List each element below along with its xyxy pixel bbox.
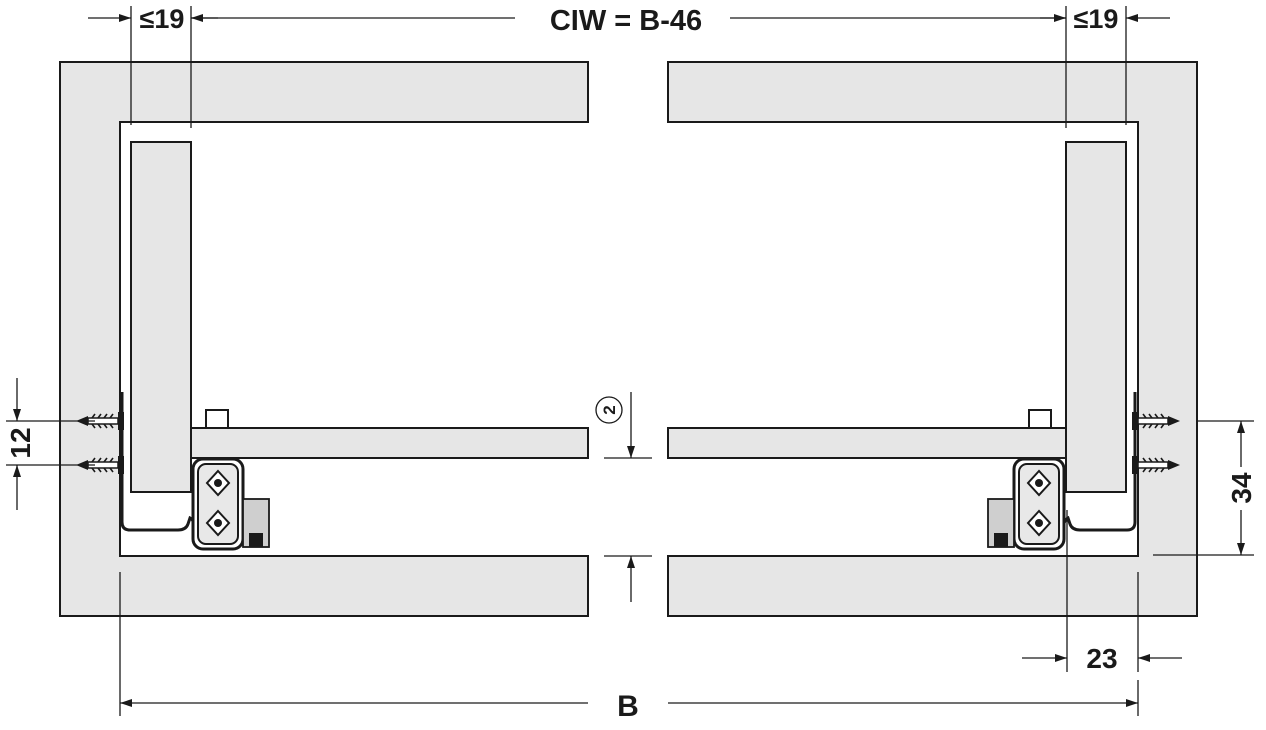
cabinet-frame [59, 61, 1198, 617]
drawer-side-right [1065, 141, 1127, 493]
dimension-runner-height: 34 [1153, 420, 1257, 556]
locking-clip-right [1028, 409, 1052, 429]
cabinet-left-half [59, 61, 589, 617]
gap-label: 2 [600, 405, 619, 414]
ciw-label: CIW = B-46 [550, 5, 702, 37]
runner-height-label: 34 [1226, 472, 1257, 504]
side-left-label: ≤19 [140, 4, 185, 34]
dimension-runner-offset: 23 [1022, 510, 1182, 674]
runner-right [986, 457, 1066, 551]
dimension-gap: 2 [595, 392, 652, 602]
dimension-screw-spacing: 12 [5, 378, 95, 510]
width-label: B [617, 690, 639, 723]
dimension-side-left: ≤19 [88, 4, 218, 34]
side-right-label: ≤19 [1074, 4, 1119, 34]
drawer-bottom-left [190, 427, 589, 459]
gap-label-circle [595, 396, 623, 424]
dimension-ciw: CIW = B-46 [130, 5, 1127, 128]
runner-left [191, 457, 271, 551]
locking-clip-left [205, 409, 229, 429]
dimension-side-right: ≤19 [1040, 4, 1170, 34]
drawer-bottom-right [667, 427, 1067, 459]
runner-offset-label: 23 [1086, 643, 1117, 674]
screw-spacing-label: 12 [5, 427, 36, 458]
drawer-side-left [130, 141, 192, 493]
cabinet-right-half [667, 61, 1198, 617]
dimension-width: B [119, 572, 1139, 723]
